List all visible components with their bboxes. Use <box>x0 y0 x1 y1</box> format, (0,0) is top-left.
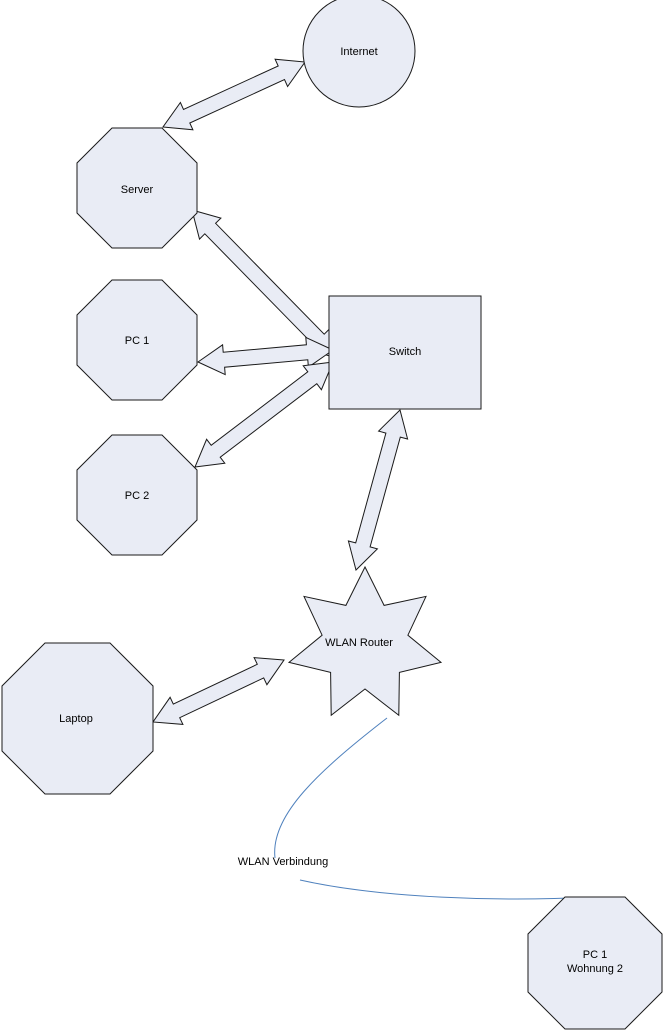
wlan-router-label: WLAN Router <box>325 637 393 649</box>
arrow-server-internet <box>162 58 306 131</box>
arrow-pc2-switch <box>194 361 334 468</box>
internet-node: Internet <box>302 0 416 108</box>
remote-pc-label-line1: PC 1 <box>583 949 607 961</box>
remote-pc-label-line2: Wohnung 2 <box>567 963 623 975</box>
pc1-label: PC 1 <box>125 335 149 347</box>
laptop-label: Laptop <box>59 713 93 725</box>
laptop-node: Laptop <box>1 642 154 795</box>
internet-label: Internet <box>340 46 377 58</box>
wlan-connection-line <box>274 717 388 859</box>
pc1-node: PC 1 <box>76 279 198 401</box>
wlan-connection-label: WLAN Verbindung <box>238 856 329 868</box>
server-label: Server <box>121 184 154 196</box>
server-node: Server <box>76 127 198 249</box>
wlan-connection-line-lower <box>299 879 593 900</box>
remote-pc-node: PC 1 Wohnung 2 <box>527 896 663 1030</box>
wlan-router-node: WLAN Router <box>287 565 443 717</box>
pc2-node: PC 2 <box>76 434 198 556</box>
pc2-label: PC 2 <box>125 490 149 502</box>
arrow-router-laptop <box>152 657 285 725</box>
switch-label: Switch <box>389 346 421 358</box>
arrow-server-switch <box>191 209 338 359</box>
switch-node: Switch <box>328 295 482 410</box>
arrow-switch-router <box>347 409 409 571</box>
